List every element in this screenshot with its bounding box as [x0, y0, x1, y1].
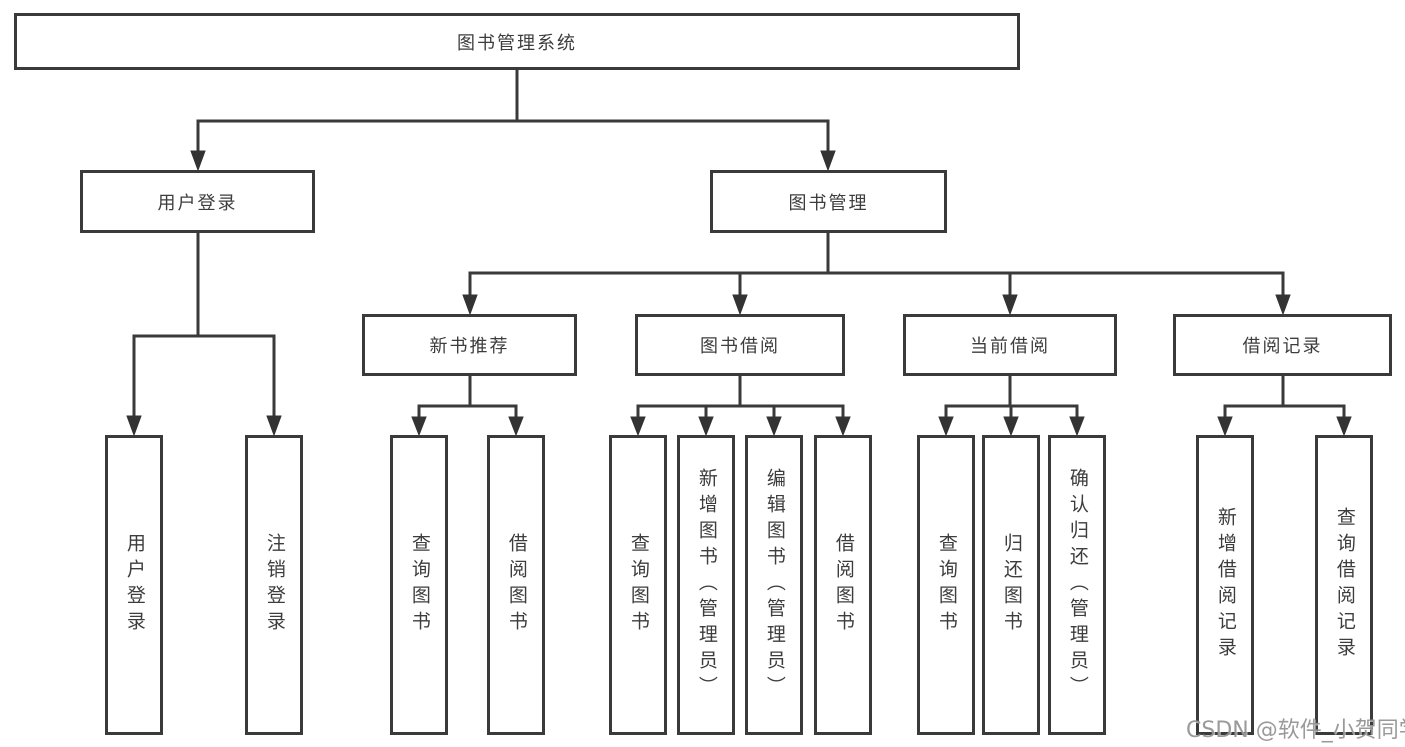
- leaf-query-books-2: 查询图书: [609, 435, 667, 735]
- leaf-confirm-return-admin: 确认归还（管理员）: [1048, 435, 1106, 735]
- leaf-query-borrow-record: 查询借阅记录: [1315, 435, 1373, 735]
- node-user-login-branch: 用户登录: [80, 170, 315, 233]
- leaf-add-borrow-record: 新增借阅记录: [1196, 435, 1254, 735]
- leaf-query-books-1: 查询图书: [390, 435, 448, 735]
- leaf-user-login: 用户登录: [105, 435, 163, 735]
- connector-bookmgmt-to-level3: [462, 231, 1291, 316]
- node-root-system: 图书管理系统: [14, 13, 1020, 70]
- leaf-logout: 注销登录: [245, 435, 303, 735]
- connector-userlogin-to-leaves: [126, 231, 282, 437]
- node-book-management-branch: 图书管理: [710, 170, 947, 233]
- connector-root-to-level2: [190, 68, 836, 172]
- node-current-borrowing: 当前借阅: [903, 314, 1117, 376]
- leaf-return-books: 归还图书: [982, 435, 1040, 735]
- csdn-watermark: CSDN @软件_小贺同学: [1186, 718, 1405, 743]
- node-book-borrowing: 图书借阅: [635, 314, 845, 376]
- connector-bookborrow-to-leaves: [630, 374, 851, 437]
- node-new-book-recommend: 新书推荐: [362, 314, 577, 376]
- leaf-add-books-admin: 新增图书（管理员）: [677, 435, 735, 735]
- node-borrowing-records: 借阅记录: [1173, 314, 1392, 376]
- connector-borrowrecord-to-leaves: [1217, 374, 1352, 437]
- connector-currentborrow-to-leaves: [938, 374, 1085, 437]
- leaf-borrow-books-2: 借阅图书: [814, 435, 872, 735]
- leaf-borrow-books-1: 借阅图书: [487, 435, 545, 735]
- leaf-edit-books-admin: 编辑图书（管理员）: [745, 435, 803, 735]
- leaf-query-books-3: 查询图书: [917, 435, 975, 735]
- connector-newbook-to-leaves: [411, 374, 524, 437]
